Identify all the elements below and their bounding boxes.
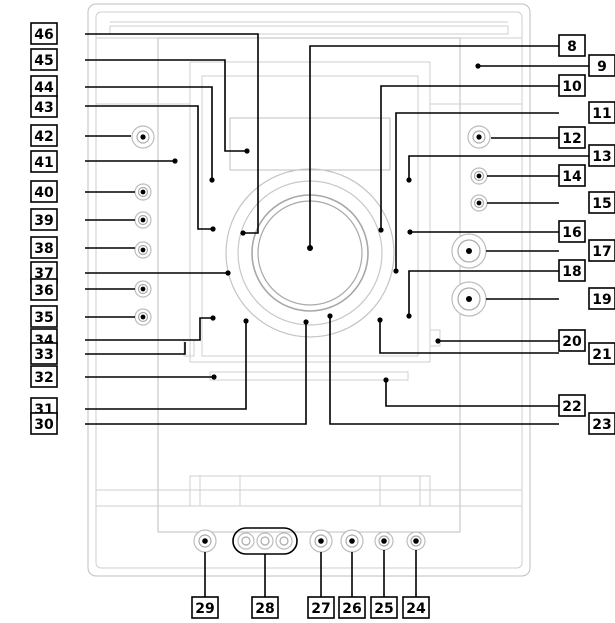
svg-text:45: 45 xyxy=(34,53,53,69)
svg-text:29: 29 xyxy=(195,601,214,617)
callout-21: 21 xyxy=(588,342,615,365)
callout-18: 18 xyxy=(558,259,586,282)
svg-text:38: 38 xyxy=(34,241,53,257)
svg-text:40: 40 xyxy=(34,185,54,201)
callout-42: 42 xyxy=(30,124,58,147)
callout-8: 8 xyxy=(558,34,586,57)
svg-text:26: 26 xyxy=(342,601,361,617)
svg-text:22: 22 xyxy=(562,399,581,415)
callout-40: 40 xyxy=(30,180,58,203)
callout-27: 27 xyxy=(307,596,335,619)
svg-text:16: 16 xyxy=(562,225,581,241)
callout-32: 32 xyxy=(30,365,58,388)
svg-text:24: 24 xyxy=(406,601,426,617)
svg-text:33: 33 xyxy=(34,347,53,363)
svg-text:21: 21 xyxy=(592,347,611,363)
callout-46: 46 xyxy=(30,22,58,45)
svg-text:27: 27 xyxy=(311,601,330,617)
svg-text:32: 32 xyxy=(34,370,53,386)
callout-17: 17 xyxy=(588,239,615,262)
svg-text:30: 30 xyxy=(34,417,54,433)
svg-text:19: 19 xyxy=(592,292,611,308)
callout-25: 25 xyxy=(370,596,398,619)
leader-lines xyxy=(85,33,589,597)
callout-11: 11 xyxy=(588,101,615,124)
svg-text:35: 35 xyxy=(34,310,53,326)
callout-26: 26 xyxy=(338,596,366,619)
callout-29: 29 xyxy=(191,596,219,619)
svg-text:37: 37 xyxy=(34,266,53,282)
callout-14: 14 xyxy=(558,164,586,187)
svg-text:42: 42 xyxy=(34,129,53,145)
svg-text:46: 46 xyxy=(34,27,53,43)
callout-36: 36 xyxy=(30,278,58,301)
svg-text:28: 28 xyxy=(255,601,274,617)
callout-13: 13 xyxy=(588,144,615,167)
svg-text:20: 20 xyxy=(562,334,582,350)
svg-text:43: 43 xyxy=(34,100,53,116)
svg-text:25: 25 xyxy=(374,601,393,617)
left-buttons xyxy=(131,125,155,326)
callout-12: 12 xyxy=(558,126,586,149)
callout-35: 35 xyxy=(30,305,58,328)
svg-text:18: 18 xyxy=(562,264,581,280)
callout-24: 24 xyxy=(402,596,430,619)
svg-text:41: 41 xyxy=(34,155,53,171)
svg-text:8: 8 xyxy=(567,39,577,55)
callout-23: 23 xyxy=(588,412,615,435)
callout-22: 22 xyxy=(558,394,586,417)
callout-9: 9 xyxy=(588,54,615,77)
svg-text:39: 39 xyxy=(34,213,53,229)
svg-text:44: 44 xyxy=(34,80,54,96)
svg-text:11: 11 xyxy=(592,106,611,122)
svg-text:10: 10 xyxy=(562,79,582,95)
callout-41: 41 xyxy=(30,150,58,173)
callout-28: 28 xyxy=(251,596,279,619)
callout-45: 45 xyxy=(30,48,58,71)
svg-text:15: 15 xyxy=(592,196,611,212)
callout-labels: 46 45 44 43 42 41 40 39 38 37 36 35 34 3… xyxy=(30,22,615,619)
svg-text:13: 13 xyxy=(592,149,611,165)
svg-text:12: 12 xyxy=(562,131,581,147)
callout-20: 20 xyxy=(558,329,586,352)
callout-37: 37 xyxy=(30,261,58,284)
right-buttons xyxy=(451,125,491,317)
leader-dots xyxy=(140,63,482,544)
callout-43: 43 xyxy=(30,95,58,118)
callout-33: 33 xyxy=(30,342,58,365)
callout-30: 30 xyxy=(30,412,58,435)
svg-text:14: 14 xyxy=(562,169,582,185)
svg-text:36: 36 xyxy=(34,283,53,299)
callout-16: 16 xyxy=(558,220,586,243)
callout-19: 19 xyxy=(588,287,615,310)
callout-39: 39 xyxy=(30,208,58,231)
callout-10: 10 xyxy=(558,74,586,97)
svg-text:17: 17 xyxy=(592,244,611,260)
callout-15: 15 xyxy=(588,191,615,214)
svg-text:23: 23 xyxy=(592,417,611,433)
svg-text:9: 9 xyxy=(597,59,607,75)
callout-44: 44 xyxy=(30,75,58,98)
callout-38: 38 xyxy=(30,236,58,259)
